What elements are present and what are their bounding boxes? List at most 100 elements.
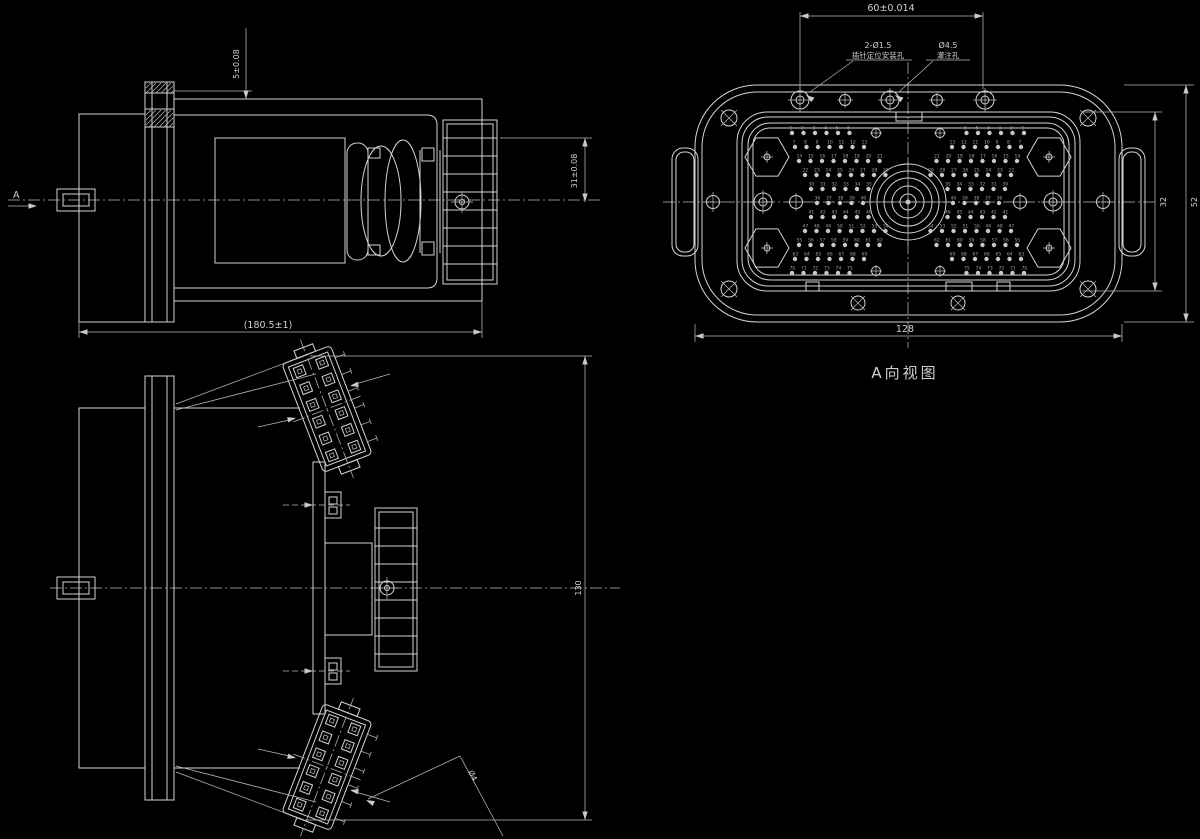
pin-label: 46: [945, 210, 951, 216]
pin-label: 60: [957, 238, 963, 244]
pin-label: 22: [803, 168, 809, 174]
pin-label: 45: [957, 210, 963, 216]
aux-contact: [787, 193, 805, 211]
pin-label: 15: [1003, 154, 1009, 160]
coupling-ribs: [442, 119, 498, 285]
pin-label: 28: [940, 168, 946, 174]
pin-label: 23: [997, 168, 1003, 174]
pin-label: 26: [963, 168, 969, 174]
dim-overall-width: 128: [896, 324, 914, 335]
pin-label: 56: [1003, 238, 1009, 244]
bottom-screw: [950, 295, 966, 311]
pin-label: 40: [951, 196, 957, 202]
pin-label: 75: [964, 266, 970, 272]
pin-label: 24: [826, 168, 832, 174]
pin-label: 63: [1019, 252, 1025, 258]
dim-axis-to-face: 31±0.08: [570, 154, 579, 189]
locating-hole: [837, 92, 853, 108]
aux-contact: [1011, 193, 1029, 211]
pin-label: 47: [1009, 224, 1015, 230]
pin-label: 68: [961, 252, 967, 258]
pin-label: 75: [847, 266, 853, 272]
pin-label: 23: [814, 168, 820, 174]
pin-label: 34: [957, 182, 963, 188]
callout-potting-hole-spec: Ø4.5: [938, 40, 957, 50]
guide-socket: [870, 265, 882, 277]
pin-label: 32: [980, 182, 986, 188]
pin-label: 14: [1015, 154, 1021, 160]
pin-label: 69: [950, 252, 956, 258]
pin-label: 4: [824, 126, 827, 132]
pin-label: 35: [866, 182, 872, 188]
pin-label: 72: [999, 266, 1005, 272]
pin-label: 16: [820, 154, 826, 160]
view-a-caption: A向视图: [871, 364, 938, 382]
pin-label: 37: [826, 196, 832, 202]
pin-label: 2: [1010, 126, 1013, 132]
pin-label: 65: [996, 252, 1002, 258]
pin-label: 53: [872, 224, 878, 230]
pin-label: 3: [813, 126, 816, 132]
pin-label: 56: [808, 238, 814, 244]
pin-label: 49: [986, 224, 992, 230]
pin-label: 62: [934, 238, 940, 244]
pin-label: 72: [813, 266, 819, 272]
pin-label: 4: [987, 126, 990, 132]
pin-label: 57: [992, 238, 998, 244]
pin-label: 54: [928, 224, 934, 230]
pin-label: 28: [872, 168, 878, 174]
view-direction-label: A: [13, 190, 20, 201]
pin-label: 67: [973, 252, 979, 258]
pin-label: 9: [996, 140, 999, 146]
pin-label: 2: [801, 126, 804, 132]
guide-socket: [934, 265, 946, 277]
hex-jackscrew: [1026, 228, 1072, 268]
axis-screw: [451, 191, 473, 213]
pin-label: 38: [974, 196, 980, 202]
pin-label: 52: [860, 224, 866, 230]
pin-label: 49: [826, 224, 832, 230]
pin-label: 65: [816, 252, 822, 258]
pin-label: 12: [850, 140, 856, 146]
pin-label: 7: [793, 140, 796, 146]
pin-label: 50: [837, 224, 843, 230]
pin-label: 68: [850, 252, 856, 258]
pin-label: 27: [951, 168, 957, 174]
pin-label: 66: [984, 252, 990, 258]
pin-label: 39: [962, 196, 968, 202]
pin-label: 41: [809, 210, 815, 216]
pin-label: 26: [849, 168, 855, 174]
top-screw: [788, 88, 812, 112]
center-coax-contact: [864, 158, 952, 246]
pin-label: 52: [951, 224, 957, 230]
side-view-top: [8, 28, 600, 338]
pin-label: 61: [946, 238, 952, 244]
pin-label: 44: [843, 210, 849, 216]
callout-pin-hole: Ø4: [466, 769, 479, 783]
pin-label: 18: [969, 154, 975, 160]
terminal-block-bottom: [282, 697, 379, 837]
pin-label: 12: [961, 140, 967, 146]
pin-label: 63: [793, 252, 799, 258]
pin-label: 17: [980, 154, 986, 160]
ear-left: [671, 147, 699, 257]
hex-jackscrew: [1026, 137, 1072, 177]
power-contact: [751, 190, 775, 214]
pin-label: 27: [860, 168, 866, 174]
pin-label: 37: [985, 196, 991, 202]
pin-label: 17: [831, 154, 837, 160]
callout-locating-holes-name: 插针定位安装孔: [852, 50, 905, 60]
power-contact: [1041, 190, 1065, 214]
cable-stub: [56, 576, 96, 600]
pin-label: 14: [797, 154, 803, 160]
pin-label: 13: [950, 140, 956, 146]
dim-shell-height: 52: [1190, 197, 1199, 207]
pin-label: 20: [946, 154, 952, 160]
pin-label: 58: [831, 238, 837, 244]
pin-label: 29: [883, 168, 889, 174]
pin-label: 51: [849, 224, 855, 230]
pin-label: 55: [1015, 238, 1021, 244]
pin-label: 34: [855, 182, 861, 188]
